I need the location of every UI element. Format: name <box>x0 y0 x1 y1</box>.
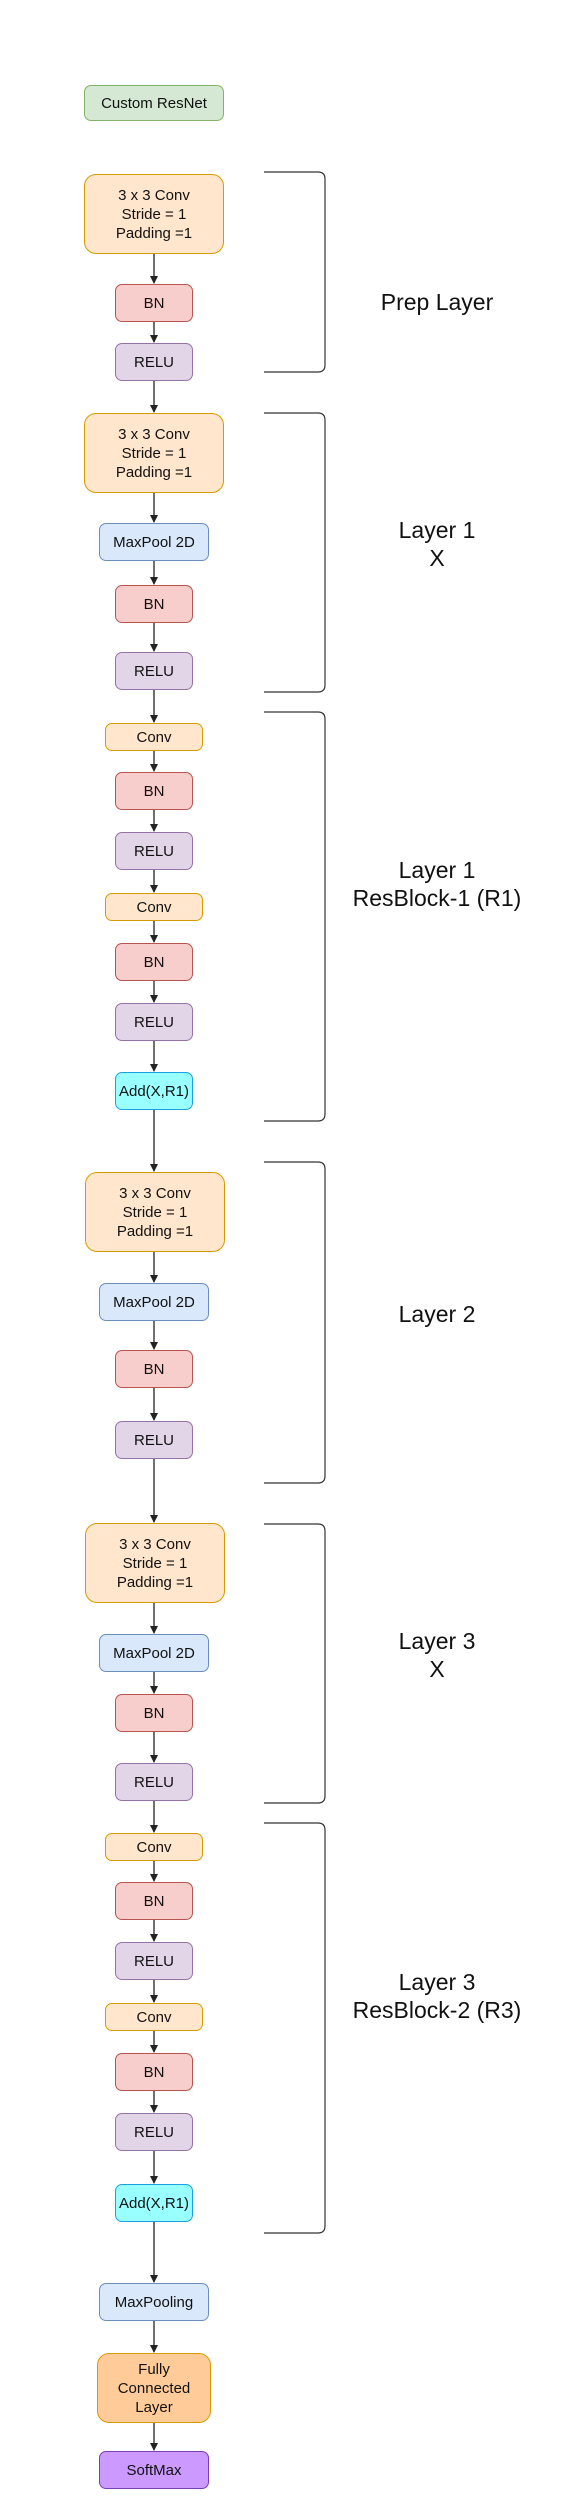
bn-block: BN <box>115 284 193 322</box>
group-label: Layer 3 X <box>398 1628 476 1682</box>
add-block: Add(X,R1) <box>115 2184 193 2222</box>
relu-block: RELU <box>115 832 193 870</box>
pool-block: MaxPool 2D <box>99 523 209 561</box>
bn-block: BN <box>115 772 193 810</box>
group-label: Layer 1 ResBlock-1 (R1) <box>352 857 522 911</box>
pool-block: MaxPooling <box>99 2283 209 2321</box>
diagram-title: Custom ResNet <box>84 85 224 121</box>
group-bracket <box>264 1523 326 1804</box>
conv-block: Conv <box>105 1833 203 1861</box>
group-bracket <box>264 1822 326 2234</box>
bn-block: BN <box>115 1350 193 1388</box>
add-block: Add(X,R1) <box>115 1072 193 1110</box>
relu-block: RELU <box>115 1003 193 1041</box>
relu-block: RELU <box>115 2113 193 2151</box>
group-label: Layer 1 X <box>398 517 476 571</box>
conv-block: Conv <box>105 723 203 751</box>
conv-block: Conv <box>105 893 203 921</box>
bn-block: BN <box>115 1882 193 1920</box>
group-bracket <box>264 171 326 373</box>
relu-block: RELU <box>115 343 193 381</box>
bn-block: BN <box>115 2053 193 2091</box>
relu-block: RELU <box>115 1421 193 1459</box>
group-bracket <box>264 1161 326 1484</box>
relu-block: RELU <box>115 1942 193 1980</box>
conv-block: Conv <box>105 2003 203 2031</box>
fc-block: Fully Connected Layer <box>97 2353 211 2423</box>
conv-block: 3 x 3 Conv Stride = 1 Padding =1 <box>85 1172 225 1252</box>
bn-block: BN <box>115 943 193 981</box>
conv-block: 3 x 3 Conv Stride = 1 Padding =1 <box>84 174 224 254</box>
bn-block: BN <box>115 585 193 623</box>
pool-block: MaxPool 2D <box>99 1634 209 1672</box>
bn-block: BN <box>115 1694 193 1732</box>
pool-block: MaxPool 2D <box>99 1283 209 1321</box>
relu-block: RELU <box>115 652 193 690</box>
group-label: Layer 3 ResBlock-2 (R3) <box>352 1969 522 2023</box>
conv-block: 3 x 3 Conv Stride = 1 Padding =1 <box>85 1523 225 1603</box>
conv-block: 3 x 3 Conv Stride = 1 Padding =1 <box>84 413 224 493</box>
group-label: Prep Layer <box>380 289 494 315</box>
group-bracket <box>264 711 326 1122</box>
group-bracket <box>264 412 326 693</box>
relu-block: RELU <box>115 1763 193 1801</box>
softmax-block: SoftMax <box>99 2451 209 2489</box>
group-label: Layer 2 <box>398 1301 476 1327</box>
